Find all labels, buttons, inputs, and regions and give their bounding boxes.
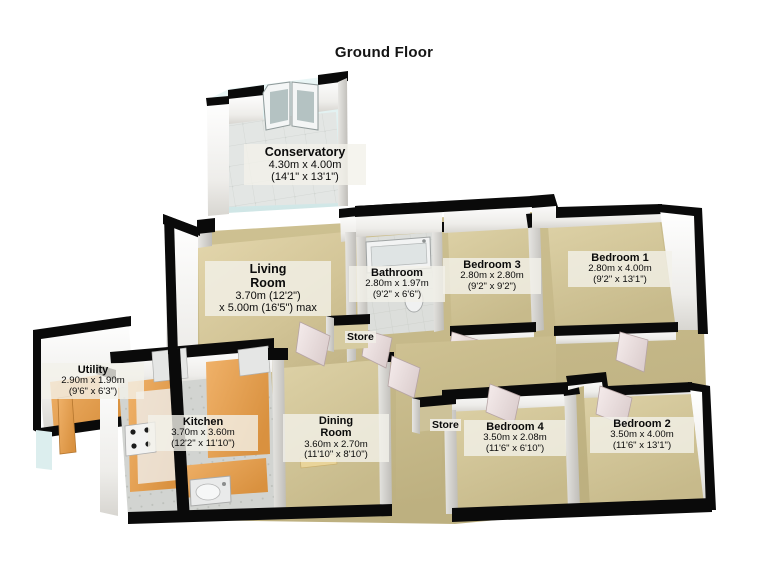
bedroom-1-wall-right-cap [658, 204, 708, 334]
room-name-bathroom: Bathroom [371, 267, 423, 279]
room-dim-metric-utility: 2.90m x 1.90m [61, 375, 125, 387]
room-label-kitchen: Kitchen 3.70m x 3.60m (12'2" x 11'10") [148, 415, 258, 451]
exterior-wall-bottom-right [452, 498, 712, 522]
room-dim-metric-bedroom-4: 3.50m x 2.08m [483, 432, 547, 444]
room-dim-imperial-utility: (9'6" x 6'3") [68, 386, 118, 398]
utility-wall-top-cap [33, 316, 131, 340]
room-dim-metric-living-room: 3.70m (12'2") [235, 290, 301, 302]
utility-glass-panel [36, 430, 52, 470]
room-dim-metric-dining-room: 3.60m x 2.70m [304, 438, 368, 450]
room-name-dining-room-line2: Room [320, 427, 352, 440]
kitchen-wall-left [100, 366, 118, 516]
room-name-living-room-line2: Room [250, 276, 286, 290]
room-dim-imperial-living-room: x 5.00m (16'5") max [219, 302, 317, 315]
bedroom-1-wall-right [660, 210, 706, 330]
room-name-bedroom-1: Bedroom 1 [591, 252, 649, 264]
bedroom-3-wall-bottom-cap [450, 322, 536, 336]
room-label-dining-room: Dining Room 3.60m x 2.70m (11'10" x 8'10… [283, 414, 389, 463]
hall-door-living[interactable] [295, 321, 331, 367]
room-dim-imperial-bedroom-3: (9'2" x 9'2") [467, 281, 517, 293]
room-dim-imperial-bathroom: (9'2" x 6'6") [372, 289, 422, 301]
conservatory-wall-left [207, 98, 229, 216]
room-label-utility: Utility 2.90m x 1.90m (9'6" x 6'3") [42, 363, 144, 399]
room-name-bedroom-2: Bedroom 2 [613, 418, 671, 430]
living-wall-top-right-cap [339, 207, 358, 218]
room-name-bedroom-4: Bedroom 4 [486, 421, 544, 433]
room-label-bedroom-3: Bedroom 3 2.80m x 2.80m (9'2" x 9'2") [443, 258, 541, 294]
conservatory-wall-back-left-cap [228, 85, 264, 99]
store-label-bedroom-4: Store [430, 419, 461, 431]
bath-tub-icon [365, 236, 432, 274]
bedroom-1-wall-top-cap [530, 194, 662, 218]
exterior-wall-bottom-left [128, 504, 392, 524]
store-label-hall: Store [345, 331, 376, 343]
room-label-bedroom-1: Bedroom 1 2.80m x 4.00m (9'2" x 13'1") [568, 251, 672, 287]
utility-wall-left-cap [33, 330, 41, 434]
room-dim-metric-bathroom: 2.80m x 1.97m [365, 278, 429, 290]
bedroom-2-wall-top-cap [566, 372, 692, 396]
conservatory-wall-right [338, 78, 348, 206]
french-doors[interactable] [262, 81, 319, 131]
hallway[interactable] [295, 321, 556, 500]
room-label-bathroom: Bathroom 2.80m x 1.97m (9'2" x 6'6") [349, 266, 445, 302]
store-bed4-wall-left [412, 398, 420, 434]
conservatory-wall-back-left [229, 93, 263, 124]
kitchen-appliance-top-right [237, 345, 271, 377]
bedroom-2-wall-right-cap [688, 382, 716, 510]
bedroom-1-door[interactable] [615, 331, 649, 373]
room-dim-metric-kitchen: 3.70m x 3.60m [171, 427, 235, 439]
kitchen-wall-back [112, 346, 272, 388]
room-name-kitchen: Kitchen [182, 416, 224, 428]
store-bed4-wall-cap [412, 394, 456, 408]
room-dim-imperial-kitchen: (12'2" x 11'10") [171, 438, 235, 450]
room-dim-metric-bedroom-1: 2.80m x 4.00m [588, 263, 652, 275]
room-label-bedroom-2: Bedroom 2 3.50m x 4.00m (11'6" x 13'1") [590, 417, 694, 453]
room-dim-metric-conservatory: 4.30m x 4.00m [268, 159, 342, 171]
store-hall-wall-cap [326, 314, 370, 326]
bedroom-4-wall-right [564, 390, 580, 510]
kitchen-wall-back-cap [110, 338, 274, 364]
room-dim-imperial-bedroom-2: (11'6" x 13'1") [612, 440, 672, 452]
room-label-living-room: Living Room 3.70m (12'2") x 5.00m (16'5"… [205, 261, 331, 316]
dining-wall-left [272, 356, 286, 512]
dining-wall-left-cap [268, 348, 288, 360]
room-bedroom-1[interactable] [530, 194, 708, 373]
hallway-floor [396, 336, 556, 500]
kitchen-sink-icon [189, 475, 232, 507]
room-dim-imperial-bedroom-1: (9'2" x 13'1") [593, 274, 647, 286]
room-label-conservatory: Conservatory 4.30m x 4.00m (14'1" x 13'1… [244, 144, 366, 185]
room-dim-imperial-conservatory: (14'1" x 13'1") [271, 171, 339, 184]
room-name-conservatory: Conservatory [264, 145, 346, 159]
room-name-dining-room-line1: Dining [318, 415, 354, 427]
room-dim-imperial-bedroom-4: (11'6" x 6'10") [485, 443, 545, 455]
living-wall-top-left-cap [197, 218, 215, 234]
room-name-living-room-line1: Living [249, 262, 287, 276]
room-dim-metric-bedroom-2: 3.50m x 4.00m [610, 429, 674, 441]
room-name-bedroom-3: Bedroom 3 [463, 259, 521, 271]
room-dim-imperial-dining-room: (11'10" x 8'10") [304, 449, 368, 461]
room-label-bedroom-4: Bedroom 4 3.50m x 2.08m (11'6" x 6'10") [464, 420, 566, 456]
room-dim-metric-bedroom-3: 2.80m x 2.80m [460, 270, 524, 282]
bedroom-1-wall-bottom-cap [554, 322, 678, 336]
store-bed4[interactable] [412, 394, 456, 434]
bedroom-4-wall-left [444, 410, 458, 514]
bedroom-3-wall-top-cap [443, 196, 532, 212]
conservatory-wall-left-cap [206, 96, 229, 106]
page-title: Ground Floor [334, 44, 434, 61]
room-name-utility: Utility [77, 364, 109, 376]
